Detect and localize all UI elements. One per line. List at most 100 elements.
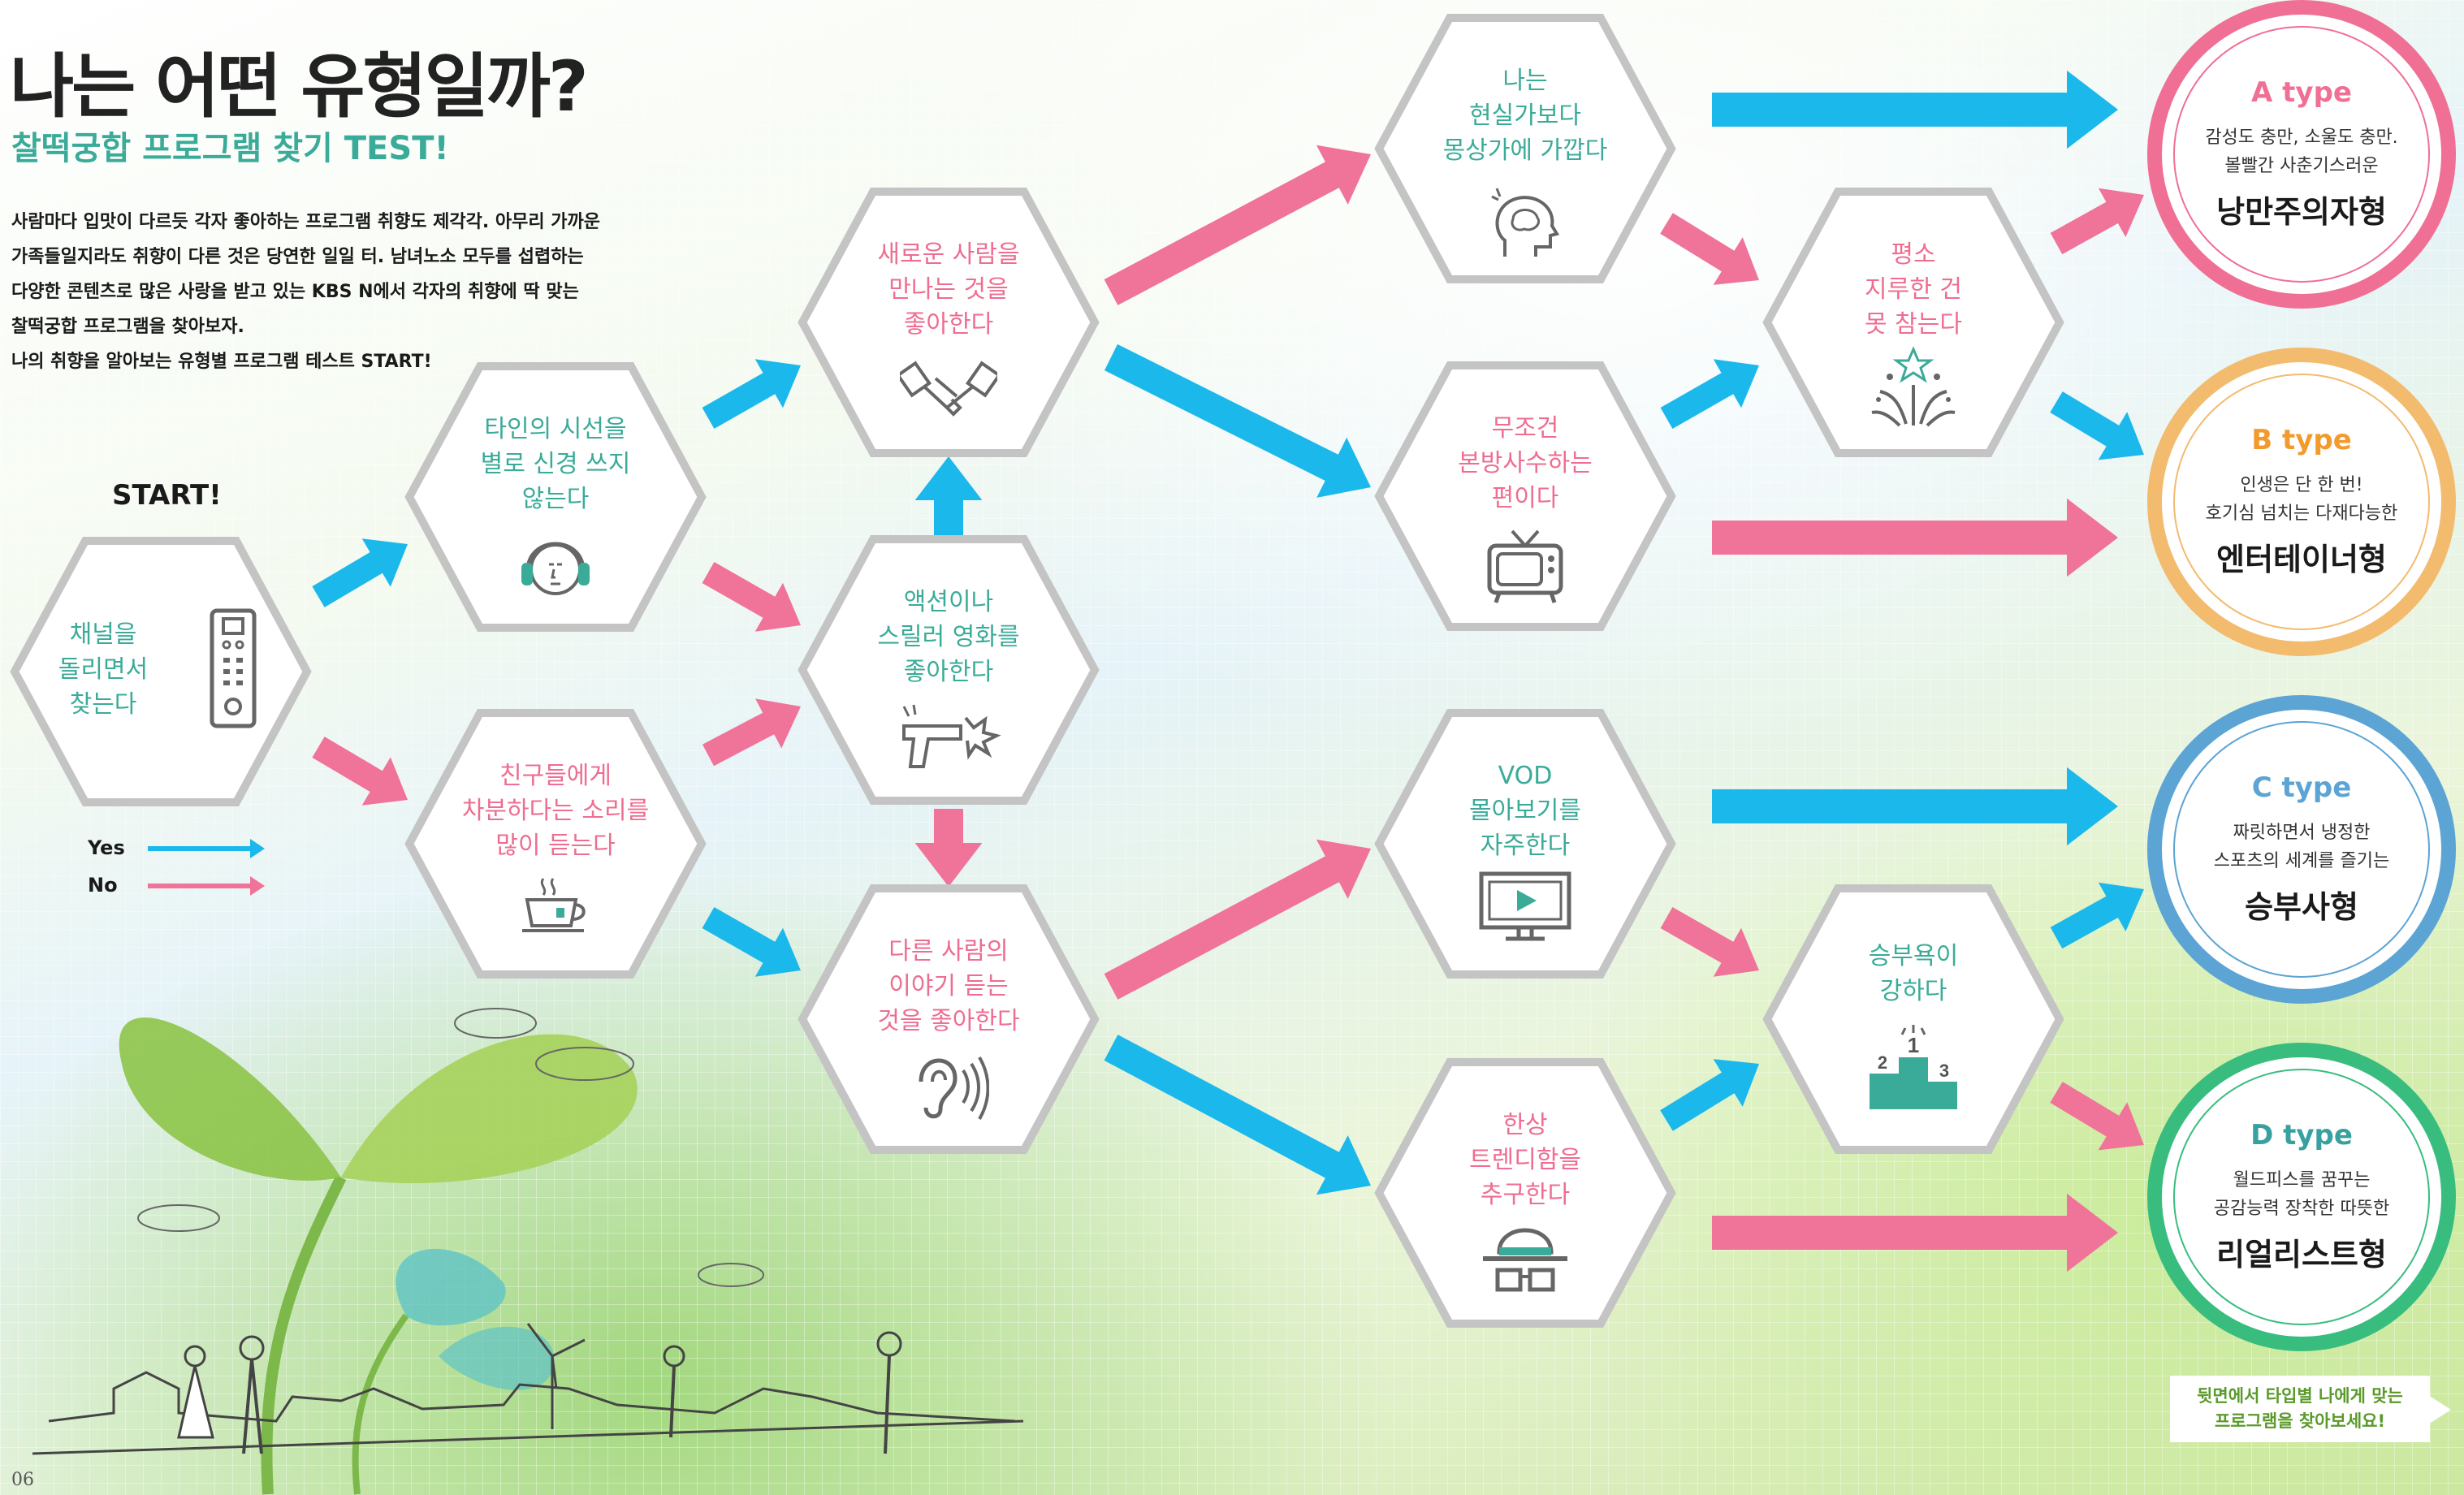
back-page-note: 뒷면에서 타입별 나에게 맞는 프로그램을 찾아보세요! <box>2170 1376 2451 1442</box>
start-label: START! <box>112 479 222 512</box>
result-a-desc-line2: 볼빨간 사춘기스러운 <box>2224 156 2379 176</box>
arrow-boring-a-no <box>2050 188 2144 255</box>
arrow-vod-compete-no <box>1660 907 1759 977</box>
legend-no-arrow <box>148 876 266 896</box>
hat-glasses-icon <box>1483 1228 1567 1292</box>
result-d-type-name: D type <box>2250 1119 2353 1151</box>
result-c-desc-line2: 스포츠의 세계를 즐기는 <box>2213 851 2390 871</box>
node-vod: VOD 몰아보기를 자주한다 <box>1374 708 1676 979</box>
fireworks-icon <box>1871 346 1956 427</box>
intro-line: 찰떡궁합 프로그램을 찾아보자. <box>11 317 244 337</box>
result-a-desc: 감성도 충만, 소울도 충만. 볼빨간 사춘기스러운 <box>2162 123 2441 180</box>
intro-line: 나의 취향을 알아보는 유형별 프로그램 테스트 START! <box>11 352 432 372</box>
node-start: 채널을 돌리면서 찾는다 <box>10 536 312 807</box>
result-a-desc-line1: 감성도 충만, 소울도 충만. <box>2205 127 2398 148</box>
result-a-type-name: A type <box>2251 76 2352 109</box>
node-gaze: 타인의 시선을 별로 신경 쓰지 않는다 <box>404 361 707 633</box>
legend-yes: Yes <box>88 836 266 859</box>
node-boring: 평소 지루한 건 못 참는다 <box>1762 187 2064 458</box>
svg-text:1: 1 <box>1908 1033 1919 1057</box>
result-d-desc-line1: 월드피스를 꿈꾸는 <box>2233 1170 2371 1190</box>
arrow-start-calm-no <box>312 737 408 806</box>
node-calm-text: 친구들에게 차분하다는 소리를 많이 듣는다 <box>461 762 650 860</box>
result-b-type-name: B type <box>2251 424 2352 456</box>
result-c-name: 승부사형 <box>2245 889 2358 925</box>
result-b-desc: 인생은 단 한 번! 호기심 넘치는 다재다능한 <box>2162 471 2441 528</box>
result-a-type: A type 감성도 충만, 소울도 충만. 볼빨간 사춘기스러운 낭만주의자형 <box>2147 0 2456 309</box>
teacup-icon <box>522 878 586 932</box>
legend-yes-label: Yes <box>88 836 125 859</box>
arrow-calm-action-no <box>702 698 801 767</box>
result-b-inner-ring <box>2173 374 2430 630</box>
arrow-free-boring-yes <box>1660 359 1759 429</box>
headphones-icon <box>521 542 590 595</box>
arrow-boring-b-yes <box>2050 391 2144 460</box>
node-compete: 승부욕이 강하다 1 2 3 <box>1762 884 2064 1155</box>
gun-icon <box>902 704 1001 768</box>
node-start-text: 채널을 돌리면서 찾는다 <box>58 620 149 719</box>
node-vod-text: VOD 몰아보기를 자주한다 <box>1469 762 1581 860</box>
node-free-text: 무조건 본방사수하는 편이다 <box>1458 414 1593 512</box>
node-trendy-text: 한상 트렌디함을 추구한다 <box>1469 1111 1581 1209</box>
svg-text:3: 3 <box>1939 1061 1949 1081</box>
result-c-type-name: C type <box>2251 771 2352 804</box>
brain-head-icon <box>1491 188 1560 257</box>
page-title: 나는 어떤 유형일까? <box>10 46 589 127</box>
arrow-compete-d-no <box>2050 1082 2144 1151</box>
node-dreamer-text: 나는 현실가보다 몽상가에 가깝다 <box>1442 67 1608 165</box>
arrow-dreamer-boring-no <box>1660 213 1759 285</box>
node-dreamer: 나는 현실가보다 몽상가에 가깝다 <box>1374 13 1676 284</box>
result-c-desc-line1: 짜릿하면서 냉정한 <box>2233 823 2371 843</box>
node-listen-text: 다른 사람의 이야기 듣는 것을 좋아한다 <box>877 937 1020 1035</box>
arrow-newpeople-dreamer-no <box>1104 145 1371 305</box>
arrow-trendy-d-no <box>1712 1193 2118 1272</box>
page-subtitle: 찰떡궁합 프로그램 찾기 TEST! <box>11 130 449 167</box>
node-newpeople: 새로운 사람을 만나는 것을 좋아한다 <box>798 187 1100 458</box>
arrow-compete-c-yes <box>2050 882 2144 949</box>
result-b-type: B type 인생은 단 한 번! 호기심 넘치는 다재다능한 엔터테이너형 <box>2147 348 2456 656</box>
ear-icon <box>919 1056 989 1121</box>
arrow-dreamer-a-yes <box>1712 70 2118 149</box>
back-page-note-line1: 뒷면에서 타입별 나에게 맞는 <box>2197 1386 2403 1406</box>
intro-line: 사람마다 입맛이 다르듯 각자 좋아하는 프로그램 취향도 제각각. 아무리 가… <box>11 212 600 232</box>
arrow-free-b-no <box>1712 498 2118 577</box>
arrow-gaze-action-no <box>702 562 801 632</box>
legend-no-label: No <box>88 874 118 897</box>
intro-line: 다양한 콘텐츠로 많은 사랑을 받고 있는 KBS N에서 각자의 취향에 딱 … <box>11 282 579 302</box>
node-action-text: 액션이나 스릴러 영화를 좋아한다 <box>877 588 1020 686</box>
arrow-listen-vod-no <box>1104 839 1371 1000</box>
intro-line: 가족들일지라도 취향이 다른 것은 당연한 일일 터. 남녀노소 모두를 섭렵하… <box>11 247 584 267</box>
result-d-desc-line2: 공감능력 장착한 따뜻한 <box>2213 1199 2390 1219</box>
arrow-vod-c-yes <box>1712 767 2118 846</box>
node-listen: 다른 사람의 이야기 듣는 것을 좋아한다 <box>798 884 1100 1155</box>
node-action: 액션이나 스릴러 영화를 좋아한다 <box>798 534 1100 806</box>
arrow-listen-trendy-yes <box>1104 1035 1371 1195</box>
legend-yes-arrow <box>148 839 266 858</box>
node-free: 무조건 본방사수하는 편이다 <box>1374 361 1676 632</box>
result-a-inner-ring <box>2173 26 2430 283</box>
result-d-name: 리얼리스트형 <box>2216 1237 2387 1272</box>
node-gaze-text: 타인의 시선을 별로 신경 쓰지 않는다 <box>480 415 631 513</box>
legend-no: No <box>88 874 266 897</box>
back-page-note-line2: 프로그램을 찾아보세요! <box>2214 1411 2386 1431</box>
result-a-name: 낭만주의자형 <box>2216 194 2387 230</box>
result-b-desc-line1: 인생은 단 한 번! <box>2240 475 2363 495</box>
podium-icon: 1 2 3 <box>1870 1025 1957 1109</box>
remote-control-icon <box>210 608 257 728</box>
node-newpeople-text: 새로운 사람을 만나는 것을 좋아한다 <box>877 240 1020 339</box>
arrow-action-newpeople-yes <box>914 456 983 536</box>
arrow-start-gaze-yes <box>312 538 408 607</box>
arrow-trendy-compete-yes <box>1660 1059 1759 1131</box>
arrow-gaze-newpeople-yes <box>702 359 801 429</box>
monitor-play-icon <box>1479 871 1571 941</box>
arrow-calm-listen-yes <box>702 907 801 977</box>
result-b-name: 엔터테이너형 <box>2216 542 2387 577</box>
result-b-desc-line2: 호기심 넘치는 다재다능한 <box>2205 503 2398 524</box>
node-boring-text: 평소 지루한 건 못 참는다 <box>1865 240 1962 339</box>
svg-text:2: 2 <box>1878 1052 1887 1073</box>
